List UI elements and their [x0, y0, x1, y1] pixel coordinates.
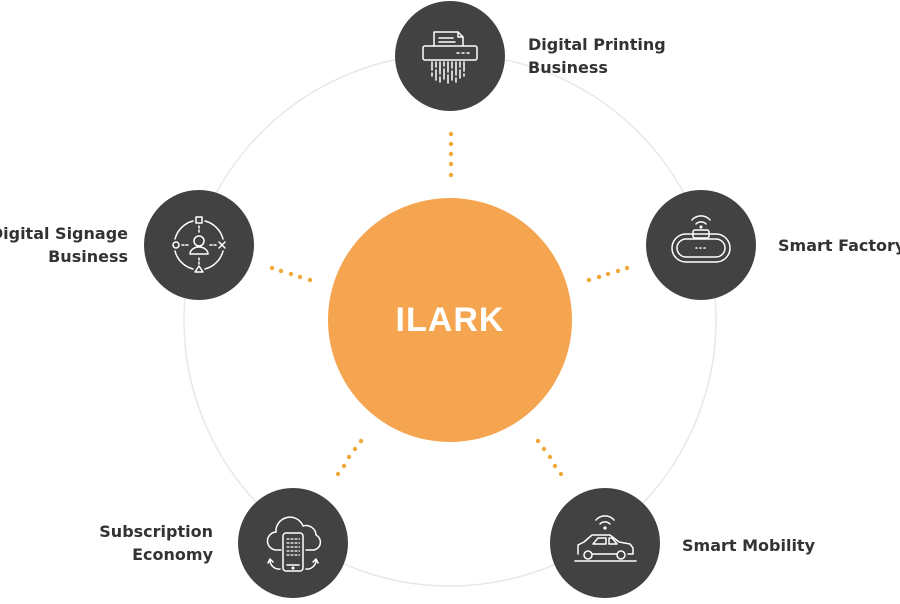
label-line: Business — [528, 58, 608, 77]
connected-car-icon — [574, 515, 637, 562]
cloud-phone-sync-icon — [266, 516, 322, 572]
label-line: Digital Printing — [528, 35, 666, 54]
connector-smart-mobility — [535, 438, 564, 477]
printer-shredder-icon — [422, 31, 478, 84]
label-line: Business — [48, 247, 128, 266]
connector-subscription-economy — [335, 438, 364, 477]
node-smart-factory[interactable] — [646, 190, 756, 300]
connector-smart-factory — [586, 265, 630, 283]
label-digital-signage[interactable]: Digital Signage Business — [0, 222, 128, 268]
label-subscription-economy[interactable]: Subscription Economy — [99, 520, 213, 566]
node-digital-signage[interactable] — [144, 190, 254, 300]
user-target-icon — [172, 216, 226, 273]
connector-digital-signage — [269, 265, 313, 283]
center-label: ILARK — [395, 301, 505, 339]
label-digital-printing[interactable]: Digital Printing Business — [528, 33, 666, 79]
conveyor-belt-wifi-icon — [671, 215, 731, 263]
label-smart-factory[interactable]: Smart Factory — [778, 234, 900, 257]
label-line: Subscription — [99, 522, 213, 541]
label-smart-mobility[interactable]: Smart Mobility — [682, 534, 815, 557]
node-digital-printing[interactable] — [395, 1, 505, 111]
label-line: Smart Factory — [778, 236, 900, 255]
label-line: Smart Mobility — [682, 536, 815, 555]
label-line: Digital Signage — [0, 224, 128, 243]
center-circle — [328, 198, 572, 442]
label-line: Economy — [132, 545, 213, 564]
connector-digital-printing — [448, 131, 454, 178]
node-smart-mobility[interactable] — [550, 488, 660, 598]
node-subscription-economy[interactable] — [238, 488, 348, 598]
